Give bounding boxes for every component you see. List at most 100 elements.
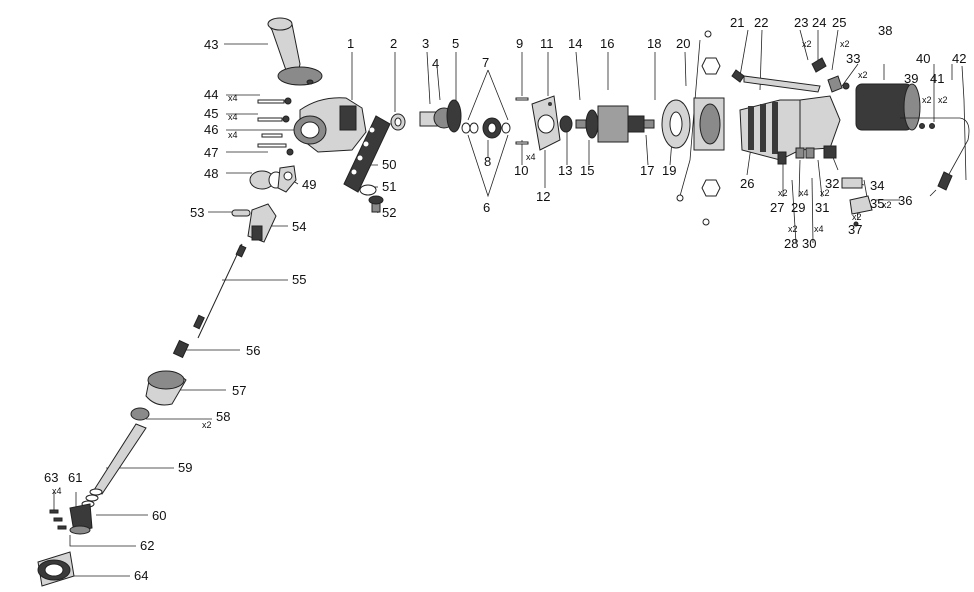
label-2: 2 (390, 36, 397, 51)
grinding-wheel-part (37, 551, 75, 587)
label-8: 8 (484, 154, 491, 169)
collet-part (69, 503, 93, 535)
qty-29: x4 (799, 188, 809, 198)
label-40: 40 (916, 51, 930, 66)
label-20: 20 (676, 36, 690, 51)
qty-40: x2 (922, 95, 932, 105)
label-58: 58 (216, 409, 230, 424)
gear-housing-part (293, 97, 367, 153)
pin-part (231, 209, 251, 217)
cable-clamp-part (849, 195, 873, 215)
label-32: 32 (825, 176, 839, 191)
label-57: 57 (232, 383, 246, 398)
label-48: 48 (204, 166, 218, 181)
qty-41: x2 (938, 95, 948, 105)
label-23: 23 (794, 15, 808, 30)
nozzle-part (145, 370, 187, 406)
bolt-part (368, 195, 384, 213)
ring-58-part (130, 407, 150, 421)
label-11: 11 (540, 36, 554, 51)
qty-58: x2 (202, 420, 212, 430)
rear-cover-part (855, 83, 921, 131)
label-61: 61 (68, 470, 82, 485)
qty-10: x4 (526, 152, 536, 162)
label-27: 27 (770, 200, 784, 215)
label-35: 35 (870, 196, 884, 211)
coupling-part (247, 203, 277, 243)
qty-25: x2 (840, 39, 850, 49)
bearing-plate-part (515, 95, 561, 151)
label-16: 16 (600, 36, 614, 51)
label-6: 6 (483, 200, 490, 215)
qty-45: x4 (228, 112, 238, 122)
label-38: 38 (878, 23, 892, 38)
label-21: 21 (730, 15, 744, 30)
sleeve-part (93, 423, 147, 495)
label-47: 47 (204, 145, 218, 160)
spring-part (81, 488, 103, 508)
armature-part (575, 105, 655, 143)
qty-23: x2 (802, 39, 812, 49)
qty-36: x2 (882, 200, 892, 210)
qty-31: x2 (820, 188, 830, 198)
label-59: 59 (178, 460, 192, 475)
brush-parts (777, 145, 837, 165)
label-64: 64 (134, 568, 148, 583)
switch-parts (731, 57, 850, 93)
screw-37-part (853, 221, 859, 227)
label-3: 3 (422, 36, 429, 51)
gear-assembly-part (419, 99, 462, 133)
label-12: 12 (536, 189, 550, 204)
washer-part (359, 184, 377, 196)
label-30: 30 (802, 236, 816, 251)
capacitor-part (841, 177, 863, 189)
gasket-plate-part (343, 115, 391, 193)
bearing-2-part (390, 113, 406, 131)
label-42: 42 (952, 51, 966, 66)
label-62: 62 (140, 538, 154, 553)
label-39: 39 (904, 71, 918, 86)
label-15: 15 (580, 163, 594, 178)
label-4: 4 (432, 56, 439, 71)
bearing-set-part (461, 117, 511, 139)
label-5: 5 (452, 36, 459, 51)
label-46: 46 (204, 122, 218, 137)
label-49: 49 (302, 177, 316, 192)
label-37: 37 (848, 222, 862, 237)
screw-40-part (919, 123, 925, 129)
label-55: 55 (292, 272, 306, 287)
qty-33: x2 (858, 70, 868, 80)
part-number-labels: 43 1 2 3 4 5 7 8 6 9 11 10 12 13 14 15 1… (44, 15, 966, 583)
screw-parts (257, 97, 294, 156)
qty-63: x4 (52, 486, 62, 496)
label-52: 52 (382, 205, 396, 220)
flex-shaft-part (193, 243, 247, 339)
fan-ring-part (661, 99, 691, 149)
label-53: 53 (190, 205, 204, 220)
label-28: 28 (784, 236, 798, 251)
qty-27: x2 (778, 188, 788, 198)
shaft-coupling-part (172, 339, 190, 359)
label-19: 19 (662, 163, 676, 178)
label-26: 26 (740, 176, 754, 191)
label-44: 44 (204, 87, 218, 102)
power-cord-part (900, 117, 970, 197)
screw-41-part (929, 123, 935, 129)
label-33: 33 (846, 51, 860, 66)
label-14: 14 (568, 36, 582, 51)
label-41: 41 (930, 71, 944, 86)
label-22: 22 (754, 15, 768, 30)
quantity-markers: x4 x4 x4 x4 x2 x2 x2 x2 x2 x2 x2 x4 x4 x… (52, 39, 948, 496)
qty-37: x2 (852, 212, 862, 222)
label-56: 56 (246, 343, 260, 358)
qty-30: x4 (814, 224, 824, 234)
label-10: 10 (514, 163, 528, 178)
label-34: 34 (870, 178, 884, 193)
label-17: 17 (640, 163, 654, 178)
bushing-bracket-parts (249, 165, 297, 193)
bearing-13-part (559, 115, 573, 133)
label-63: 63 (44, 470, 58, 485)
screw-63-parts (49, 509, 67, 530)
label-43: 43 (204, 37, 218, 52)
